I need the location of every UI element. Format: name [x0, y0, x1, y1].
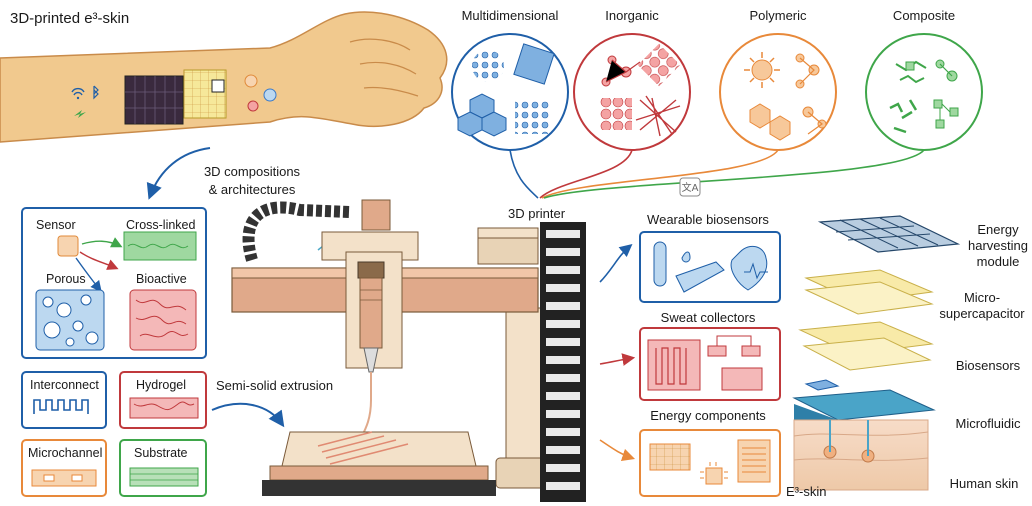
material-cross-linked-label: Cross-linked [126, 218, 196, 232]
application-wearable-label: Wearable biosensors [647, 212, 769, 227]
category-composite: Composite [892, 8, 956, 23]
arm-illustration [0, 11, 448, 143]
energy-arrow [599, 439, 636, 462]
material-porous-label: Porous [46, 272, 86, 286]
layer-skin-label: Human skin [949, 476, 1019, 491]
material-feed-lines [509, 149, 925, 199]
component-interconnect-label: Interconnect [30, 378, 99, 392]
e3-skin-label: E³-skin [786, 484, 827, 499]
component-hydrogel-label: Hydrogel [136, 378, 187, 392]
category-multidimensional: Multidimensional [461, 8, 559, 23]
component-microchannel-label: Microchannel [28, 446, 103, 460]
material-types-box [21, 207, 207, 359]
category-polymeric: Polymeric [749, 8, 807, 23]
compositions-label-line1: 3D compositions [203, 164, 301, 179]
printer-label: 3D printer [508, 206, 566, 221]
layer-micro-line2: supercapacitor [939, 306, 1025, 321]
component-substrate-label: Substrate [134, 446, 188, 460]
material-class-circles [451, 33, 983, 151]
application-energy-label: Energy components [650, 408, 766, 423]
layer-microfluidic-label: Microfluidic [955, 416, 1021, 431]
figure-title: 3D-printed e³-skin [10, 10, 130, 27]
translate-icon[interactable] [679, 177, 701, 197]
component-boxes [21, 371, 207, 497]
application-sweat-label: Sweat collectors [660, 310, 756, 325]
layer-energy-line3: module [976, 254, 1020, 269]
application-boxes [639, 231, 781, 497]
layer-energy-line1: Energy [977, 222, 1019, 237]
layer-energy-line2: harvesting [968, 238, 1028, 253]
layer-stack [792, 215, 961, 491]
extrusion-arrow [211, 402, 285, 428]
translate-icon-glyph: 文A [682, 181, 699, 194]
extrusion-label: Semi-solid extrusion [216, 378, 334, 393]
layer-micro-line1: Micro- [963, 290, 1001, 305]
compositions-arrow [146, 147, 211, 200]
printer-illustration [231, 199, 586, 502]
layer-biosensors-label: Biosensors [955, 358, 1021, 373]
category-inorganic: Inorganic [605, 8, 659, 23]
compositions-label-line2: & architectures [208, 182, 296, 197]
material-sensor-label: Sensor [36, 218, 76, 232]
sweat-arrow [599, 353, 636, 366]
wearable-arrow [599, 243, 633, 283]
material-bioactive-label: Bioactive [136, 272, 187, 286]
